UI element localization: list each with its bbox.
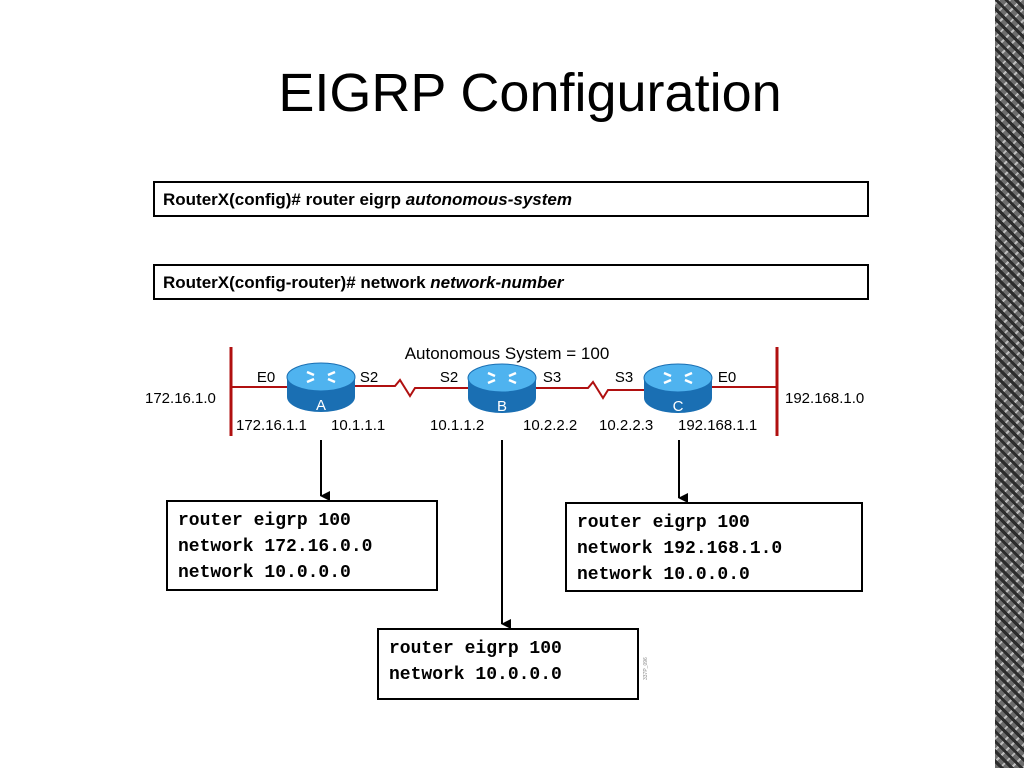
network-label-left: 172.16.1.0 [145,390,216,407]
command-prefix: RouterX(config)# router eigrp [163,190,406,209]
address-c-e0: 192.168.1.1 [678,417,757,434]
config-line: network 10.0.0.0 [178,563,351,583]
figure-code: 337P_096 [643,657,649,680]
address-a-e0: 172.16.1.1 [236,417,307,434]
serial-link-b-c [536,380,646,400]
network-topology-diagram: A B C Autonomous System = 100 E0 S2 S2 S… [145,344,864,629]
command-syntax-network: RouterX(config-router)# network network-… [153,264,869,300]
router-c-label: C [673,398,684,415]
address-c-s3: 10.2.2.3 [599,417,653,434]
serial-link-a-b [352,378,468,398]
router-b-label: B [497,398,507,415]
config-line: network 192.168.1.0 [577,539,783,559]
config-line: router eigrp 100 [178,511,351,531]
router-c-config-box: router eigrp 100 network 192.168.1.0 net… [565,502,863,592]
config-line: router eigrp 100 [577,513,750,533]
address-a-s2: 10.1.1.1 [331,417,385,434]
router-c-icon: C [643,363,713,415]
config-line: network 10.0.0.0 [577,565,750,585]
address-b-s3: 10.2.2.2 [523,417,577,434]
router-a-label: A [316,397,326,414]
router-c-e0-label: E0 [718,369,736,386]
router-c-s3-label: S3 [615,369,633,386]
router-b-s3-label: S3 [543,369,561,386]
router-b-s2-label: S2 [440,369,458,386]
config-line: router eigrp 100 [389,639,562,659]
router-a-config-box: router eigrp 100 network 172.16.0.0 netw… [166,500,438,591]
command-prefix: RouterX(config-router)# network [163,273,431,292]
command-argument: network-number [430,273,564,292]
decorative-side-border [990,0,1024,768]
router-a-icon: A [286,362,356,414]
network-label-right: 192.168.1.0 [785,390,864,407]
router-a-s2-label: S2 [360,369,378,386]
command-argument: autonomous-system [405,190,572,209]
command-syntax-router-eigrp: RouterX(config)# router eigrp autonomous… [153,181,869,217]
router-b-icon: B [467,363,537,415]
router-a-e0-label: E0 [257,369,275,386]
slide-title: EIGRP Configuration [278,63,782,123]
router-b-config-box: router eigrp 100 network 10.0.0.0 [377,628,639,700]
config-line: network 172.16.0.0 [178,537,373,557]
address-b-s2: 10.1.1.2 [430,417,484,434]
autonomous-system-label: Autonomous System = 100 [405,344,610,363]
config-line: network 10.0.0.0 [389,665,562,685]
